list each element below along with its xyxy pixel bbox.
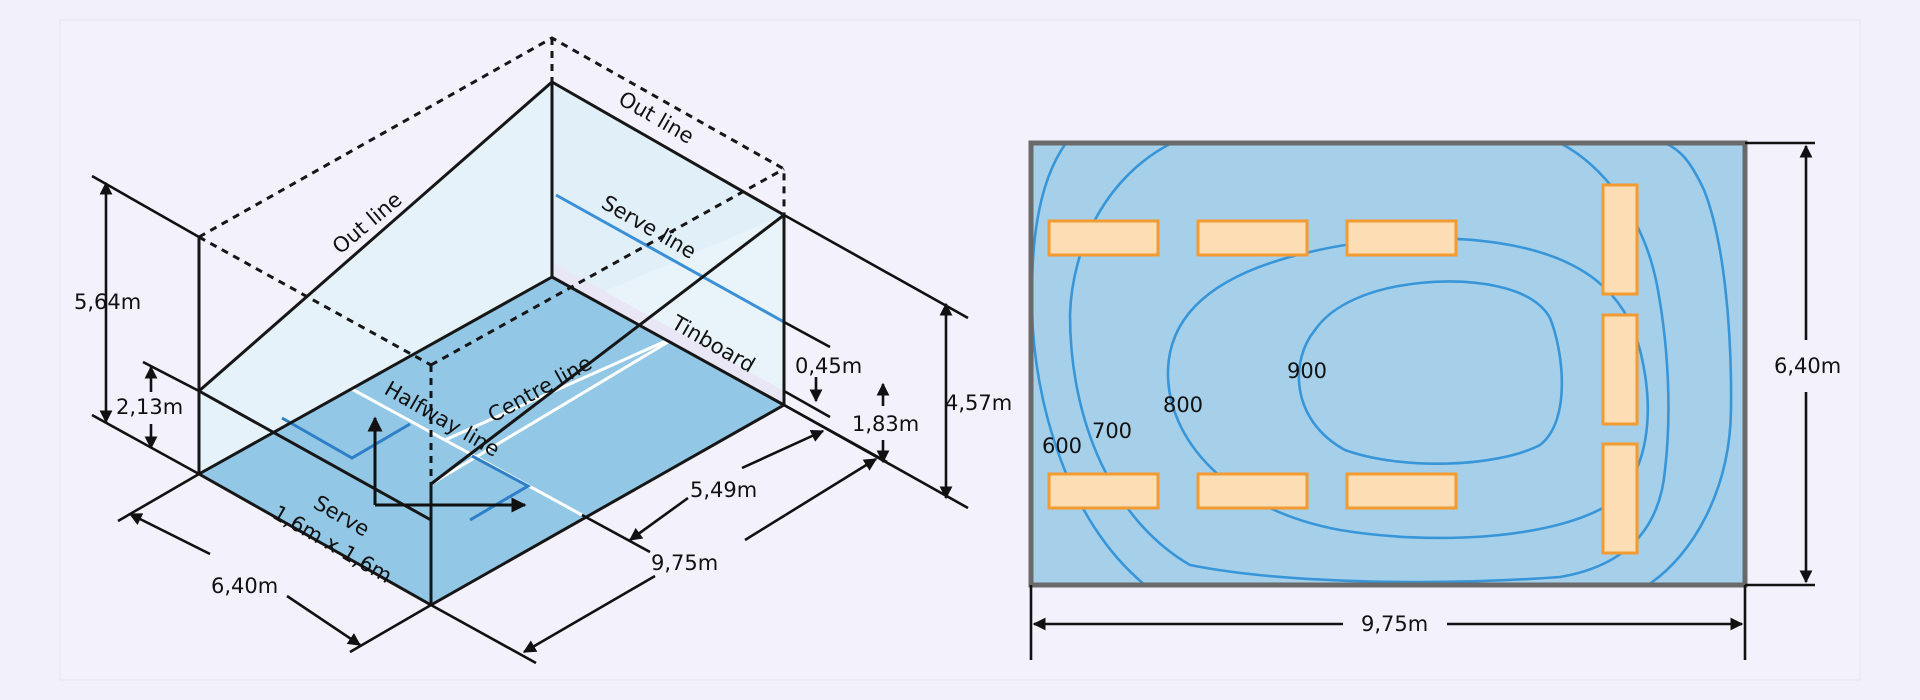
ext-length-back	[430, 603, 537, 665]
front-wall-out-line	[551, 80, 785, 217]
serve-line	[555, 193, 785, 324]
ext-front-top	[783, 213, 969, 320]
luminaire-right-2	[1601, 313, 1639, 426]
luminaire-bottom-3	[1345, 472, 1458, 510]
dim-width: 6,40m	[211, 574, 278, 598]
ext-tinboard-bottom	[783, 389, 831, 419]
floor-right-edge	[430, 403, 785, 607]
dim-arrow-9-75-a	[744, 457, 878, 542]
luminaire-top-3	[1345, 219, 1458, 257]
dim-arrow-9-75-b	[522, 574, 656, 654]
luminaire-right-1	[1601, 183, 1639, 296]
contour-900	[1297, 280, 1564, 466]
contour-700	[1068, 143, 1670, 584]
ext-back-corner	[117, 472, 200, 523]
floor-left-edge	[198, 275, 553, 476]
ext-tinboard-top	[783, 320, 831, 349]
contour-label-600: 600	[1042, 434, 1082, 458]
dim-side-line-height: 2,13m	[116, 395, 183, 419]
ext-halfway	[581, 513, 651, 554]
dim-plan-width: 6,40m	[1774, 354, 1841, 378]
luminaire-right-3	[1601, 442, 1639, 555]
lighting-plan: 600 700 800 900 6,40m 9,75m	[1028, 140, 1841, 660]
dim-arrow-6-40-a	[128, 512, 211, 556]
room-frame	[1028, 140, 1748, 588]
hidden-back-corner-edge	[198, 235, 432, 367]
luminaire-bottom-1	[1047, 472, 1160, 510]
dim-arrow-5-49-a	[741, 429, 825, 470]
halfway-line	[349, 386, 583, 517]
luminaire-top-1	[1047, 219, 1160, 257]
floor-back-edge	[198, 472, 432, 607]
dim-arrow-5-49-b	[628, 496, 689, 542]
dim-back-wall-height: 5,64m	[74, 290, 141, 314]
serve-box-left	[281, 416, 411, 460]
contour-label-900: 900	[1287, 359, 1327, 383]
contour-800	[1166, 237, 1649, 540]
dim-front-wall-height: 4,57m	[945, 391, 1012, 415]
short-line-back	[430, 340, 669, 486]
left-wall-out-line	[198, 80, 553, 393]
luminaire-bottom-2	[1196, 472, 1309, 510]
axes-icon	[367, 416, 527, 513]
left-wall-side-line	[198, 389, 432, 522]
tinboard-strip	[552, 262, 784, 405]
back-wall-dashed-outline	[198, 36, 786, 239]
dim-plan-length: 9,75m	[1361, 612, 1428, 636]
dim-arrow-6-40-b	[286, 594, 362, 647]
dim-tinboard-height: 0,45m	[795, 354, 862, 378]
serve-box-right	[469, 454, 532, 522]
floor-front-edge	[551, 275, 785, 407]
left-side-wall	[199, 82, 552, 474]
dim-serve-line-height: 1,83m	[852, 412, 919, 436]
contour-label-800: 800	[1163, 393, 1203, 417]
hidden-back-top-edge	[430, 167, 785, 367]
right-wall-out-line	[430, 213, 785, 486]
ext-bottom-corner	[349, 603, 432, 654]
dim-halfway-depth: 5,49m	[690, 478, 757, 502]
ext-length-front	[783, 403, 888, 464]
dim-length: 9,75m	[651, 551, 718, 575]
luminaire-top-2	[1196, 219, 1309, 257]
contour-label-700: 700	[1092, 419, 1132, 443]
